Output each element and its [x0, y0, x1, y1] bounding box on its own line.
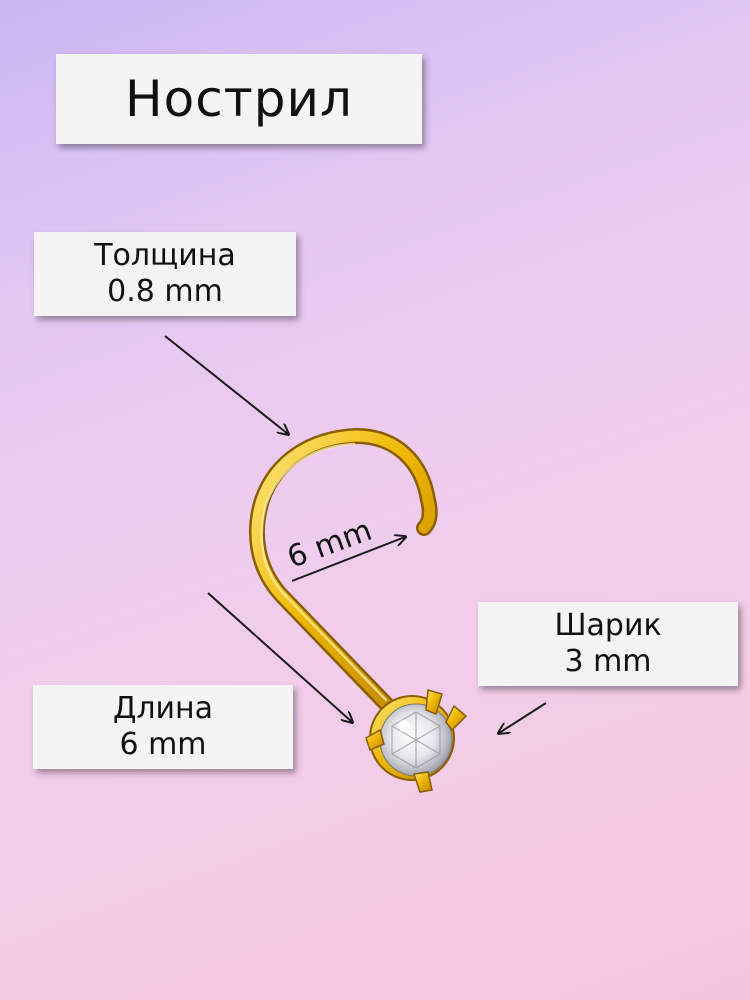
- gem-setting: [365, 689, 468, 793]
- length-label-box: Длина 6 mm: [33, 685, 293, 769]
- ball-arrow: [499, 702, 547, 733]
- gem-prongs: [365, 689, 468, 793]
- curl-arrow: [291, 537, 405, 582]
- thickness-arrow: [164, 335, 288, 434]
- nose-screw-wire: [249, 427, 438, 716]
- page-title: Нострил: [125, 70, 353, 128]
- length-name: Длина: [112, 691, 214, 726]
- gem-facets: [391, 711, 441, 769]
- ball-name: Шарик: [554, 608, 662, 643]
- thickness-label-box: Толщина 0.8 mm: [34, 232, 296, 316]
- ball-label-box: Шарик 3 mm: [478, 602, 738, 686]
- thickness-name: Толщина: [94, 238, 236, 273]
- length-value: 6 mm: [119, 727, 207, 762]
- product-title-box: Нострил: [56, 54, 422, 144]
- ball-value: 3 mm: [564, 644, 652, 679]
- length-arrow: [207, 592, 352, 722]
- thickness-value: 0.8 mm: [107, 274, 223, 309]
